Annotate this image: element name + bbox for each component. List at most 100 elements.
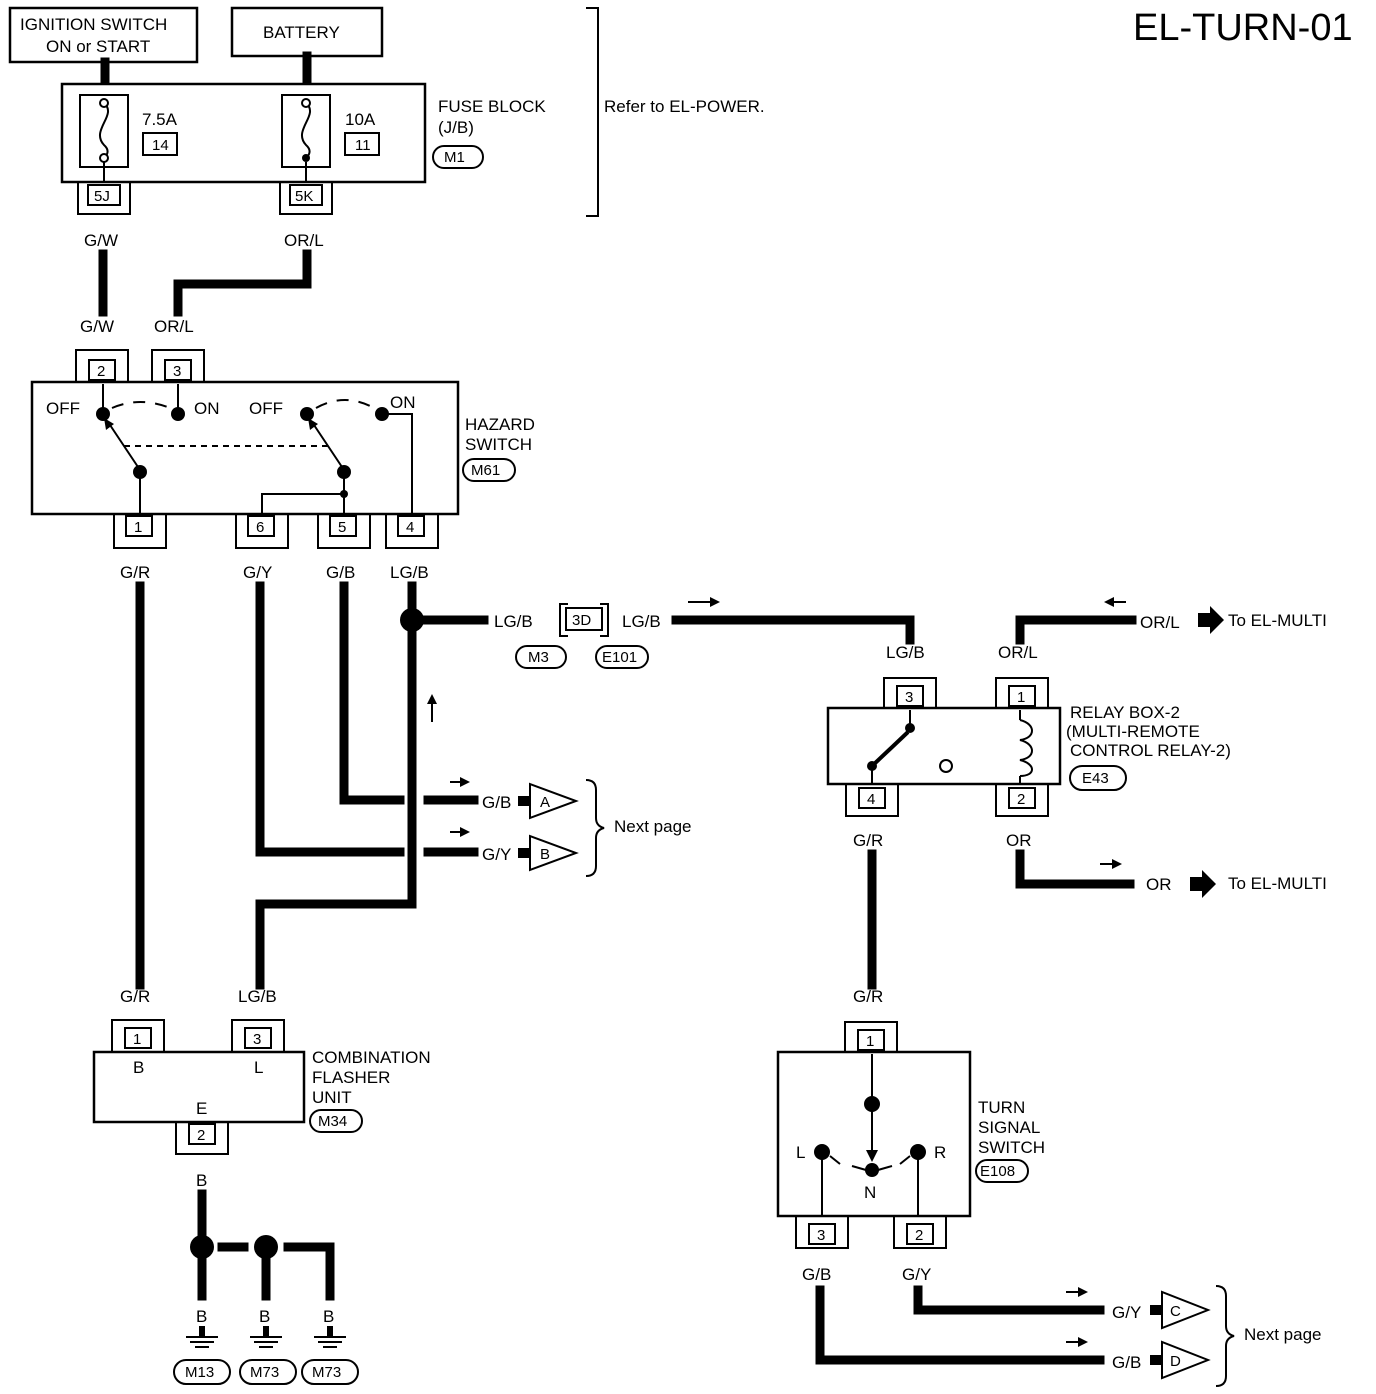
page-title: EL-TURN-01 bbox=[1133, 7, 1353, 49]
inline-connector-3d: 3D bbox=[572, 612, 591, 629]
turn-name-1: TURN bbox=[978, 1098, 1025, 1117]
flasher-name-3: UNIT bbox=[312, 1088, 352, 1107]
connector-tag-m61 bbox=[462, 458, 516, 482]
wire-label-gb-a: G/B bbox=[482, 793, 511, 812]
flasher-pin-3: 3 bbox=[253, 1031, 261, 1048]
battery-source: BATTERY bbox=[230, 6, 384, 58]
next-page-ab: Next page bbox=[614, 817, 692, 836]
wire-label-lgb-1: LG/B bbox=[390, 563, 429, 582]
to-el-multi-arrow-1 bbox=[1198, 606, 1224, 634]
wire-label-orl-bottom: OR/L bbox=[154, 317, 194, 336]
connector-tag-e101 bbox=[595, 645, 649, 669]
to-el-multi-arrow-2 bbox=[1190, 870, 1216, 898]
wire-label-lgb-2: LG/B bbox=[494, 612, 533, 631]
relay-name-3: CONTROL RELAY-2) bbox=[1070, 741, 1231, 760]
wire-label-or-relay: OR bbox=[1006, 831, 1032, 850]
turn-signal-switch: 1 N L R 3 2 bbox=[776, 1021, 972, 1249]
connector-tag-m73-1 bbox=[239, 1359, 297, 1385]
turn-name-2: SIGNAL bbox=[978, 1118, 1040, 1137]
relay-pin-2: 2 bbox=[1017, 791, 1025, 808]
wire-label-b-4: B bbox=[323, 1307, 334, 1326]
wire-label-gy-c: G/Y bbox=[1112, 1303, 1141, 1322]
wire-label-b-3: B bbox=[259, 1307, 270, 1326]
flasher-term-l: L bbox=[254, 1058, 263, 1077]
fuse-block: 7.5A 14 10A 11 5J 5K bbox=[60, 82, 427, 215]
combination-flasher-unit: 1 3 B L E 2 bbox=[92, 1019, 306, 1155]
ground-symbol-2 bbox=[250, 1326, 282, 1348]
hazard-off-1: OFF bbox=[46, 399, 80, 418]
relay-pin-3: 3 bbox=[905, 689, 913, 706]
connector-tag-e43 bbox=[1069, 765, 1127, 791]
wire-label-or-multi: OR bbox=[1146, 875, 1172, 894]
wire-label-gb-d: G/B bbox=[1112, 1353, 1141, 1372]
wire-label-gr-relay: G/R bbox=[853, 831, 883, 850]
hazard-on-1: ON bbox=[194, 399, 220, 418]
turn-pos-r: R bbox=[934, 1143, 946, 1162]
turn-name-3: SWITCH bbox=[978, 1138, 1045, 1157]
inline-connector-left: M3 bbox=[528, 649, 549, 666]
wire-label-gb-turn: G/B bbox=[802, 1265, 831, 1284]
relay-pin-1: 1 bbox=[1017, 689, 1025, 706]
turn-pin-1: 1 bbox=[866, 1033, 874, 1050]
hazard-pin-4: 4 bbox=[406, 519, 414, 536]
refer-note: Refer to EL-POWER. bbox=[604, 97, 765, 116]
turn-pin-2: 2 bbox=[915, 1227, 923, 1244]
ground-symbol-3 bbox=[314, 1326, 346, 1348]
relay-name-1: RELAY BOX-2 bbox=[1070, 703, 1180, 722]
off-page-c bbox=[1161, 1290, 1211, 1330]
wire-label-lgb-relay: LG/B bbox=[886, 643, 925, 662]
fuse-block-connector: M1 bbox=[444, 149, 465, 166]
fuse-14-number: 14 bbox=[152, 137, 169, 154]
relay-pin-4: 4 bbox=[867, 791, 875, 808]
flasher-term-e: E bbox=[196, 1099, 207, 1118]
hazard-name-2: SWITCH bbox=[465, 435, 532, 454]
wire-label-gr-flasher: G/R bbox=[120, 987, 150, 1006]
connector-tag-m13 bbox=[173, 1359, 231, 1385]
off-page-a bbox=[529, 782, 579, 820]
connector-tag-m3 bbox=[515, 645, 567, 669]
hazard-name-1: HAZARD bbox=[465, 415, 535, 434]
off-page-a-label: A bbox=[540, 794, 550, 811]
fuse-block-name: FUSE BLOCK bbox=[438, 97, 546, 116]
hazard-pin-6: 6 bbox=[256, 519, 264, 536]
off-page-b-label: B bbox=[540, 846, 550, 863]
wire-label-b-1: B bbox=[196, 1171, 207, 1190]
hazard-on-2: ON bbox=[390, 393, 416, 412]
flasher-pin-2: 2 bbox=[197, 1127, 205, 1144]
connector-tag-e108 bbox=[975, 1159, 1029, 1183]
connector-tag-m73-2 bbox=[301, 1359, 359, 1385]
ground-symbol-1 bbox=[186, 1326, 218, 1348]
wire-label-gy-turn: G/Y bbox=[902, 1265, 931, 1284]
off-page-d bbox=[1161, 1340, 1211, 1380]
to-el-multi-1: To EL-MULTI bbox=[1228, 611, 1327, 630]
fuse-block-sub: (J/B) bbox=[438, 118, 474, 137]
hazard-switch: 2 3 OFF ON OFF ON 1 6 bbox=[30, 349, 460, 549]
ignition-label-2: ON or START bbox=[46, 37, 150, 56]
ignition-label-1: IGNITION SWITCH bbox=[20, 15, 167, 34]
flasher-connector: M34 bbox=[318, 1113, 347, 1130]
connector-tag-m1 bbox=[432, 145, 484, 169]
flasher-name-2: FLASHER bbox=[312, 1068, 390, 1087]
off-page-b bbox=[529, 834, 579, 872]
wire-label-gy-b: G/Y bbox=[482, 845, 511, 864]
relay-name-2: (MULTI-REMOTE bbox=[1066, 722, 1200, 741]
fuse-14-rating: 7.5A bbox=[142, 110, 178, 129]
wire-label-gw-top: G/W bbox=[84, 231, 118, 250]
battery-label: BATTERY bbox=[263, 23, 340, 42]
wire-label-b-2: B bbox=[196, 1307, 207, 1326]
turn-pos-l: L bbox=[796, 1143, 805, 1162]
wire-label-gw-bottom: G/W bbox=[80, 317, 114, 336]
wire-label-gb-1: G/B bbox=[326, 563, 355, 582]
wire-label-gr-1: G/R bbox=[120, 563, 150, 582]
wire-label-gr-turn: G/R bbox=[853, 987, 883, 1006]
hazard-pin-3: 3 bbox=[173, 363, 181, 380]
wire-label-lgb-3: LG/B bbox=[622, 612, 661, 631]
hazard-pin-2: 2 bbox=[97, 363, 105, 380]
hazard-connector: M61 bbox=[471, 462, 500, 479]
fuse-11-number: 11 bbox=[355, 137, 371, 154]
inline-connector-right: E101 bbox=[602, 649, 637, 666]
wire-label-orl-top: OR/L bbox=[284, 231, 324, 250]
flasher-pin-1: 1 bbox=[133, 1031, 141, 1048]
turn-pos-n: N bbox=[864, 1183, 876, 1202]
